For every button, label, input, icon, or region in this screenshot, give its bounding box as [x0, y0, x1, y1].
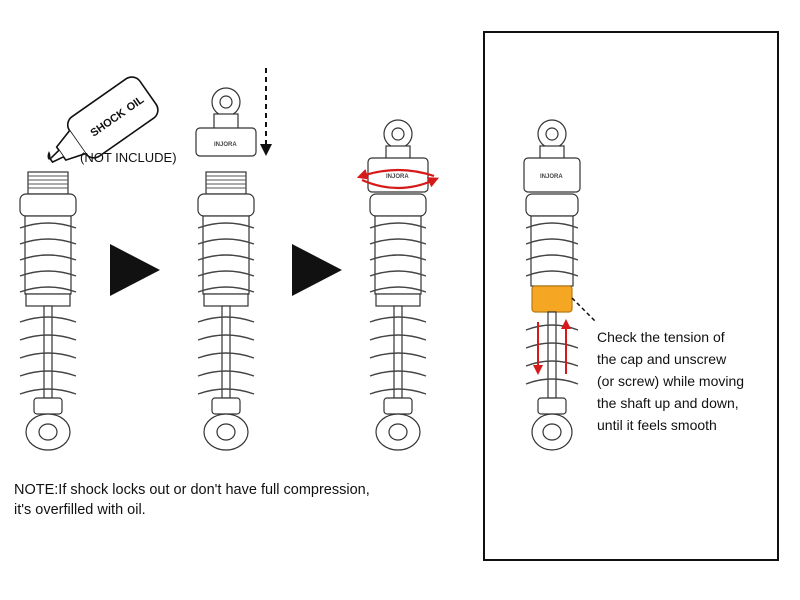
leader-line	[571, 297, 597, 323]
cap-brand-label: INJORA	[540, 174, 563, 180]
tension-instructions: Check the tension of the cap and unscrew…	[597, 329, 744, 433]
oil-note: (NOT INCLUDE)	[80, 150, 177, 165]
shock-cap: INJORA	[195, 87, 257, 157]
oil-drop-icon	[47, 151, 51, 160]
shock-step-3: INJORA	[356, 119, 440, 451]
instruction-line-3: (or screw) while moving	[597, 373, 744, 389]
cap-brand-label: INJORA	[214, 142, 237, 148]
highlight-ring	[531, 285, 573, 313]
cap-brand-label: INJORA	[386, 174, 409, 180]
step-arrow-icon	[292, 244, 342, 296]
step-arrow-icon	[110, 244, 160, 296]
shock-step-2: INJORA	[195, 87, 257, 451]
note-line-2: it's overfilled with oil.	[14, 502, 146, 518]
instruction-line-4: the shaft up and down,	[597, 395, 739, 411]
oil-bottle-icon: SHOCK OIL	[47, 76, 159, 164]
rotation-arrow-icon	[356, 168, 440, 190]
shock-step-1	[19, 171, 77, 451]
shock-tension-check: INJORA	[523, 119, 581, 451]
tension-check-panel	[483, 31, 779, 561]
instruction-line-5: until it feels smooth	[597, 417, 717, 433]
note-line-1: NOTE:If shock locks out or don't have fu…	[14, 482, 370, 498]
instruction-line-1: Check the tension of	[597, 329, 725, 345]
instruction-line-2: the cap and unscrew	[597, 351, 727, 367]
